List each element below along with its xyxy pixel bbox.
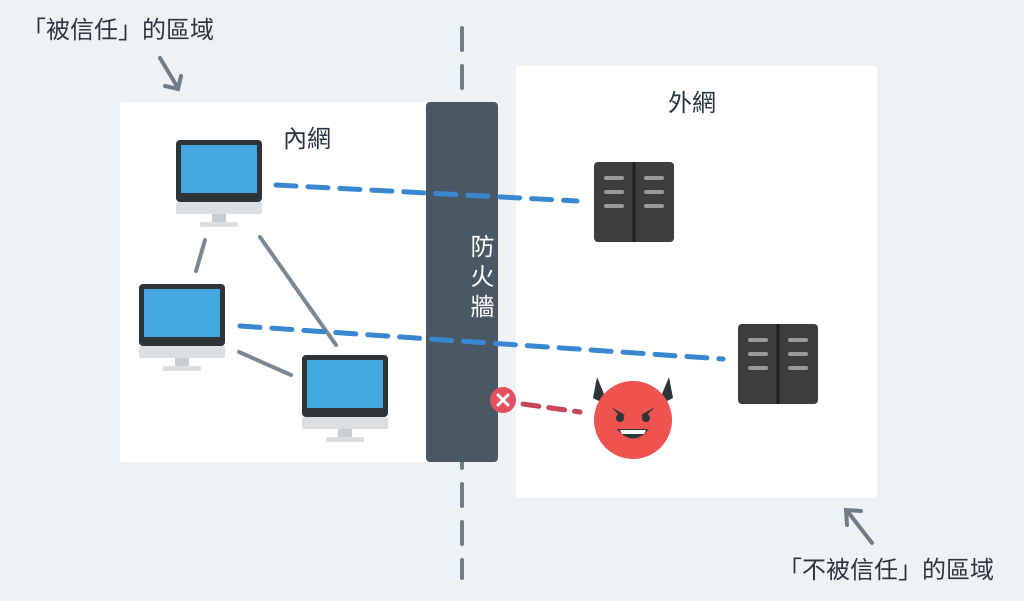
trusted-zone-label: 「被信任」的區域 [22,16,214,44]
server-icon [738,324,818,404]
arrow-icon [843,507,874,545]
internal-links [194,235,338,377]
server-icon [594,162,674,242]
blocked-x-icon [490,387,516,413]
blocked-connection [520,401,583,415]
devil-icon [593,377,673,459]
computer-icon [139,284,225,371]
computer-icon [302,355,388,442]
allowed-connections [237,182,726,362]
internet-panel [516,66,877,498]
arrow-icon [158,56,183,92]
firewall-label-container: 防火牆 [426,102,498,462]
intranet-label: 內網 [283,125,331,153]
firewall-label: 防火牆 [466,234,494,324]
computer-icon [176,140,262,227]
internet-label: 外網 [668,89,716,117]
untrusted-zone-label: 「不被信任」的區域 [778,556,994,584]
